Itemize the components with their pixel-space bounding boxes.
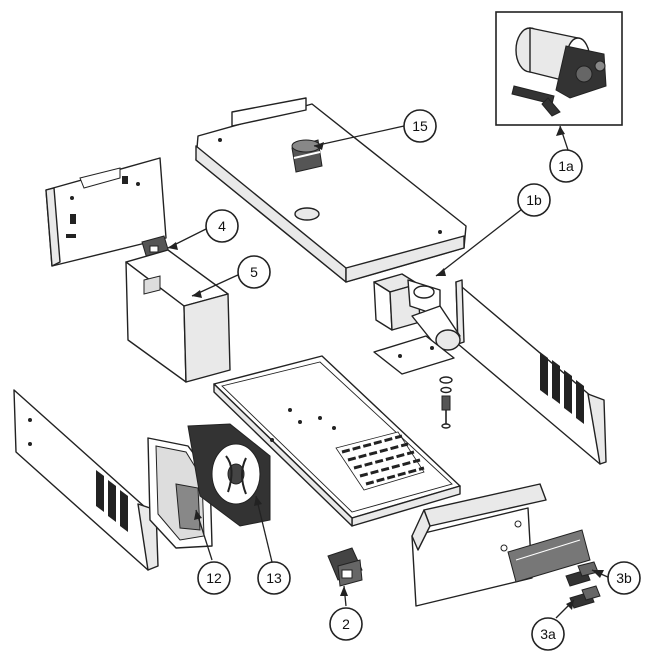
svg-text:1b: 1b — [526, 192, 542, 208]
filter-frame — [147, 437, 213, 549]
switch-part — [327, 547, 363, 587]
callout-1a: 1a — [549, 149, 583, 183]
callout-12: 12 — [197, 561, 231, 595]
top-cover-plate — [195, 97, 467, 283]
rear-bracket-panel — [45, 157, 167, 267]
pump-detail — [511, 27, 607, 117]
cooling-fan — [187, 423, 271, 527]
callout-1b: 1b — [517, 183, 551, 217]
svg-text:1a: 1a — [558, 158, 574, 174]
callout-13: 13 — [257, 561, 291, 595]
svg-text:5: 5 — [250, 264, 258, 280]
base-tray-vent — [335, 431, 425, 491]
valve-motor-assembly — [373, 273, 461, 429]
callout-2: 2 — [329, 607, 363, 641]
svg-text:3a: 3a — [540, 626, 556, 642]
right-panel-vent — [540, 352, 584, 424]
reservoir-box — [125, 249, 231, 383]
fittings — [565, 561, 601, 609]
svg-text:2: 2 — [342, 616, 350, 632]
svg-text:13: 13 — [266, 570, 282, 586]
svg-text:4: 4 — [218, 218, 226, 234]
svg-text:3b: 3b — [616, 570, 632, 586]
callout-4: 4 — [205, 209, 239, 243]
right-side-panel — [455, 279, 607, 465]
front-bracket — [411, 483, 591, 607]
base-tray — [213, 355, 461, 527]
svg-text:12: 12 — [206, 570, 222, 586]
leader-lines — [167, 125, 611, 619]
valve-fasteners — [439, 376, 453, 429]
svg-text:15: 15 — [412, 118, 428, 134]
callout-3a: 3a — [531, 617, 565, 651]
left-side-panel — [13, 389, 159, 571]
callout-5: 5 — [237, 255, 271, 289]
callout-3b: 3b — [607, 561, 641, 595]
callout-15: 15 — [403, 109, 437, 143]
left-panel-vent — [96, 470, 128, 532]
pump-inset-box — [495, 11, 623, 126]
